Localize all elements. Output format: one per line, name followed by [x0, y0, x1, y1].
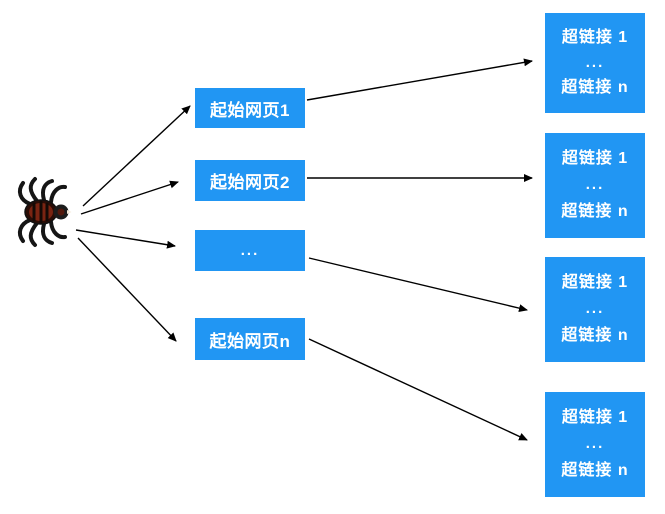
start-page-node-n: 起始网页n — [195, 318, 305, 360]
hyperlink-line: 超链接 n — [561, 203, 629, 221]
hyperlink-line: 超链接 1 — [561, 274, 629, 292]
arrow-start-1-to-links-1 — [306, 58, 533, 101]
hyperlink-node-3: 超链接 1 ... 超链接 n — [545, 257, 645, 362]
hyperlink-node-1: 超链接 1 ... 超链接 n — [545, 13, 645, 113]
hyperlink-line: 超链接 n — [561, 327, 629, 345]
start-page-node-2: 起始网页2 — [195, 160, 305, 201]
arrow-start-4-to-links-4 — [308, 338, 528, 441]
arrow-spider-to-start-4 — [77, 237, 177, 342]
hyperlink-line: 超链接 n — [561, 79, 629, 97]
hyperlink-ellipsis: ... — [585, 176, 605, 194]
hyperlink-line: 超链接 1 — [561, 409, 629, 427]
start-page-node-ellipsis: ... — [195, 230, 305, 271]
hyperlink-ellipsis: ... — [585, 300, 605, 318]
hyperlink-node-2: 超链接 1 ... 超链接 n — [545, 133, 645, 238]
start-page-node-1: 起始网页1 — [195, 88, 305, 128]
spider-icon — [16, 176, 80, 248]
hyperlink-line: 超链接 1 — [561, 29, 629, 47]
hyperlink-ellipsis: ... — [585, 435, 605, 453]
arrow-start-3-to-links-3 — [308, 257, 528, 313]
hyperlink-node-4: 超链接 1 ... 超链接 n — [545, 392, 645, 497]
hyperlink-line: 超链接 1 — [561, 150, 629, 168]
arrow-spider-to-start-1 — [82, 105, 191, 207]
arrow-spider-to-start-2 — [80, 180, 179, 215]
hyperlink-line: 超链接 n — [561, 462, 629, 480]
hyperlink-ellipsis: ... — [585, 53, 605, 71]
arrow-spider-to-start-3 — [75, 229, 176, 249]
